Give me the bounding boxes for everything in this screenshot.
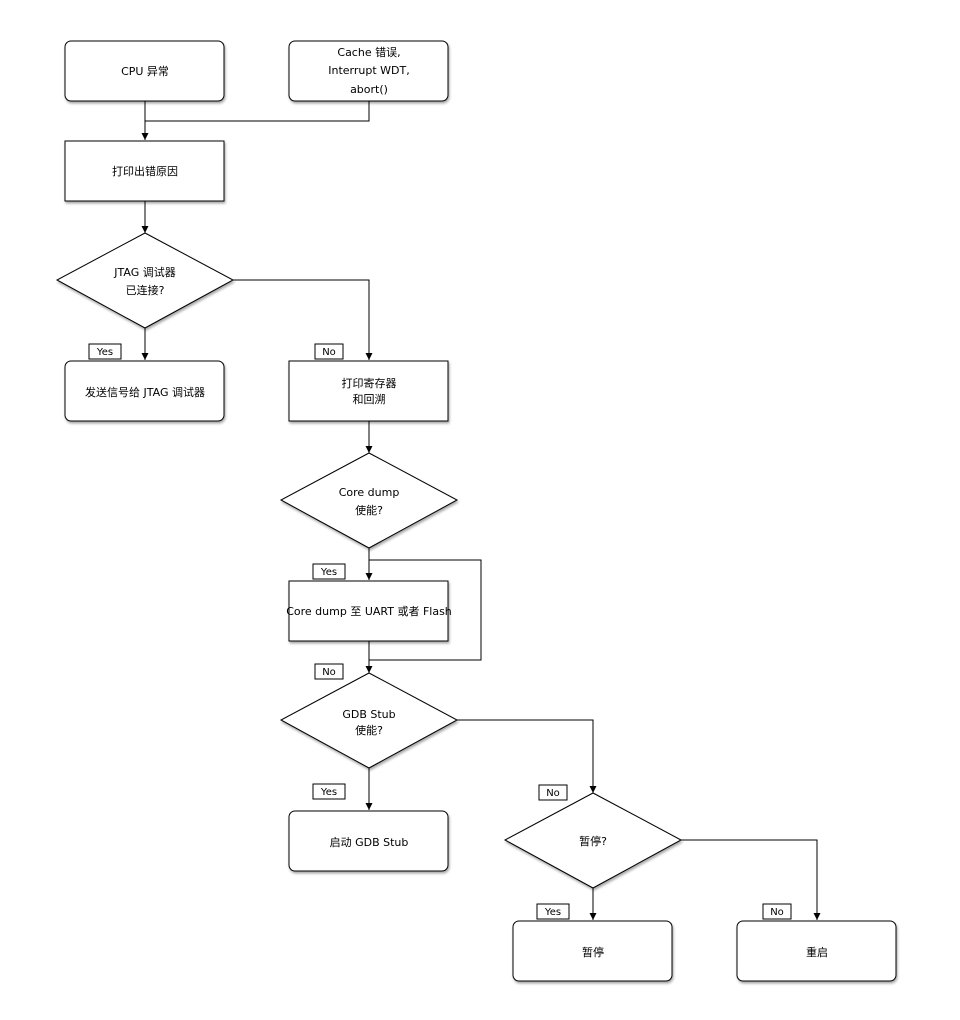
node-core-dump-enabled: Core dump 使能?	[279, 452, 459, 549]
edge-label-jtag-yes-text: Yes	[96, 347, 113, 358]
edge-label-core-dump-yes: Yes	[312, 563, 346, 580]
edge-label-halt-yes-text: Yes	[544, 907, 561, 918]
node-send-signal-text: 发送信号给 JTAG 调试器	[85, 385, 205, 399]
node-gdb-stub-enabled-text-2: 使能?	[355, 723, 383, 737]
node-halt-question: 暂停?	[503, 792, 683, 889]
node-cache-error-text-2: Interrupt WDT,	[328, 64, 409, 77]
edge-label-halt-no-text: No	[770, 907, 784, 918]
edge-label-jtag-no: No	[314, 343, 344, 360]
node-jtag-connected-text-2: 已连接?	[126, 284, 165, 297]
node-cpu-exception-text: CPU 异常	[121, 65, 169, 78]
node-halt-text: 暂停	[582, 945, 604, 959]
node-halt: 暂停	[512, 920, 673, 982]
node-reboot-text: 重启	[806, 945, 828, 959]
node-cache-error: Cache 错误, Interrupt WDT, abort()	[288, 40, 449, 102]
node-send-signal: 发送信号给 JTAG 调试器	[64, 360, 225, 422]
node-halt-question-text: 暂停?	[579, 834, 607, 848]
node-core-dump-action-text: Core dump 至 UART 或者 Flash	[286, 605, 452, 618]
edge-gdb-no	[457, 719, 597, 793]
node-gdb-stub-enabled-text-1: GDB Stub	[342, 708, 395, 721]
node-reboot: 重启	[736, 920, 897, 982]
edge-jtag-no	[233, 279, 373, 360]
edge-label-gdb-yes-text: Yes	[320, 787, 337, 798]
edge-label-gdb-no: No	[538, 784, 568, 801]
edge-label-halt-yes: Yes	[536, 903, 570, 920]
node-jtag-connected: JTAG 调试器 已连接?	[55, 232, 235, 329]
node-print-registers: 打印寄存器 和回溯	[288, 360, 449, 422]
edge-cache-to-print	[145, 101, 370, 122]
edge-label-gdb-no-text: No	[546, 788, 560, 799]
edge-label-core-dump-no-text: No	[322, 667, 336, 678]
edge-halt-no	[681, 839, 821, 920]
node-cache-error-text-3: abort()	[350, 83, 388, 96]
edge-label-halt-no: No	[762, 903, 792, 920]
node-start-gdb-stub-text: 启动 GDB Stub	[330, 836, 409, 849]
connectors	[141, 101, 821, 920]
node-print-registers-text-1: 打印寄存器	[342, 376, 397, 390]
node-core-dump-enabled-text-2: 使能?	[355, 503, 383, 517]
node-cpu-exception: CPU 异常	[64, 40, 225, 102]
node-gdb-stub-enabled: GDB Stub 使能?	[279, 672, 459, 769]
node-print-registers-text-2: 和回溯	[353, 393, 386, 406]
edge-label-jtag-yes: Yes	[88, 343, 122, 360]
node-jtag-connected-text-1: JTAG 调试器	[113, 266, 175, 279]
node-start-gdb-stub: 启动 GDB Stub	[288, 810, 449, 872]
node-print-reason: 打印出错原因	[64, 140, 225, 202]
node-cache-error-text-1: Cache 错误,	[337, 45, 400, 59]
node-print-reason-text: 打印出错原因	[112, 164, 178, 178]
edge-label-jtag-no-text: No	[322, 347, 336, 358]
edge-label-gdb-yes: Yes	[312, 783, 346, 800]
edge-coredump-no-loop	[369, 559, 482, 661]
edge-label-core-dump-yes-text: Yes	[320, 567, 337, 578]
node-core-dump-action: Core dump 至 UART 或者 Flash	[286, 580, 452, 642]
node-core-dump-enabled-text-1: Core dump	[339, 486, 400, 499]
edge-label-core-dump-no: No	[314, 663, 344, 680]
